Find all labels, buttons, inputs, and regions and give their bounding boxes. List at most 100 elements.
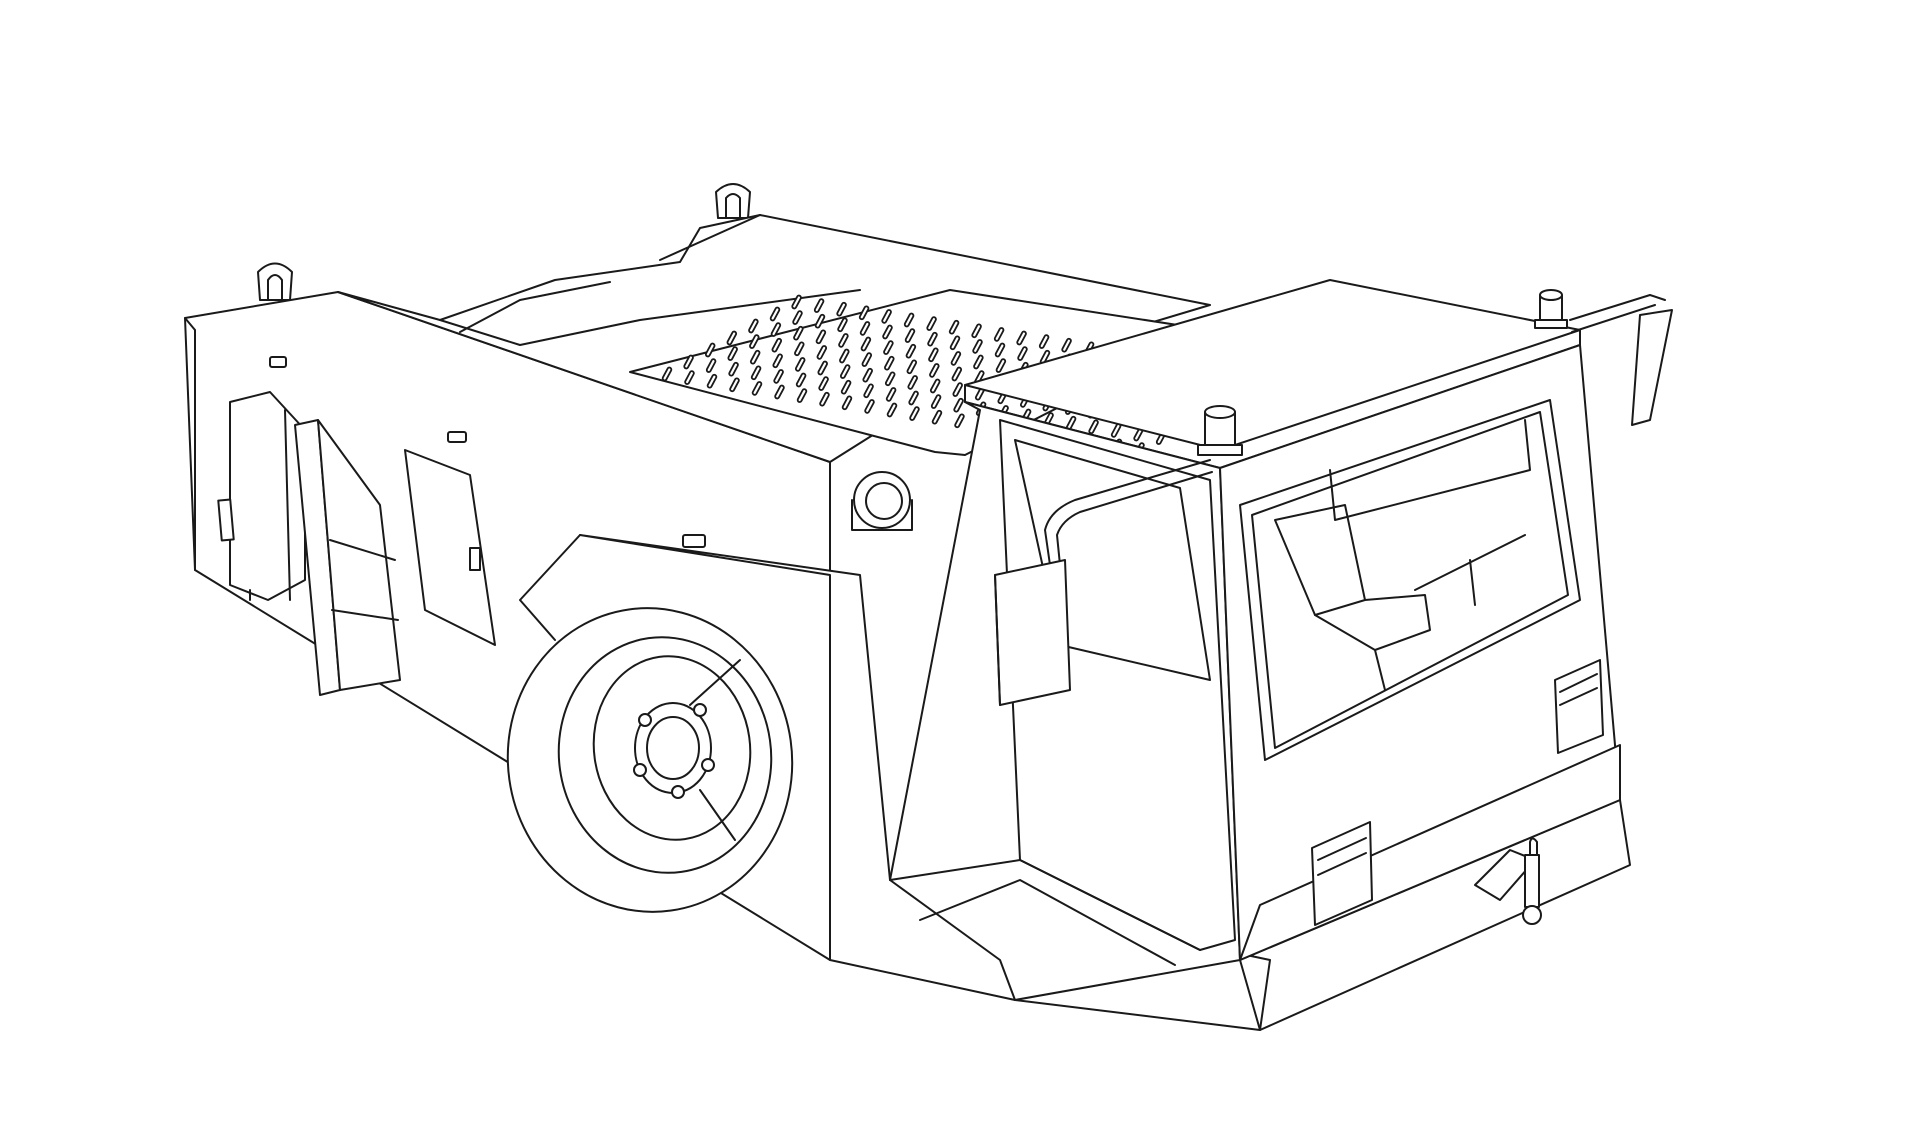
vent-slot bbox=[813, 298, 825, 313]
vent-slot bbox=[727, 346, 738, 361]
vent-slot bbox=[726, 330, 738, 346]
vent-slot bbox=[909, 406, 920, 421]
vent-slot bbox=[705, 358, 717, 373]
vent-slot bbox=[837, 317, 848, 333]
vent-slot bbox=[729, 377, 740, 393]
vent-slot bbox=[930, 394, 942, 409]
vent-slot bbox=[952, 382, 963, 397]
vent-slot bbox=[839, 348, 850, 364]
vent-slot bbox=[683, 354, 694, 370]
vent-slot bbox=[862, 367, 873, 383]
vent-slot bbox=[904, 328, 916, 343]
vent-slot bbox=[1088, 419, 1099, 435]
vent-slot bbox=[706, 373, 718, 389]
vent-slot bbox=[929, 363, 940, 378]
vent-slot bbox=[931, 409, 943, 425]
vent-slot bbox=[817, 360, 828, 376]
side-mirror-left bbox=[994, 459, 1213, 706]
lifting-eye-rear bbox=[257, 262, 293, 301]
vent-slot bbox=[905, 343, 917, 359]
vent-slot bbox=[769, 306, 781, 322]
vent-slot bbox=[794, 341, 805, 357]
vent-slot bbox=[860, 336, 872, 352]
vent-slot bbox=[772, 353, 783, 369]
vent-slot bbox=[863, 383, 874, 399]
vent-slot bbox=[819, 391, 830, 407]
vent-slot bbox=[792, 310, 803, 325]
vent-slot bbox=[771, 337, 783, 353]
vent-slot bbox=[836, 301, 847, 317]
vent-slot bbox=[908, 390, 919, 406]
vent-slot bbox=[861, 352, 873, 367]
tow-hitch bbox=[1474, 837, 1542, 925]
vent-slot bbox=[818, 376, 829, 391]
vent-slot bbox=[948, 319, 960, 335]
vent-slot bbox=[749, 349, 761, 365]
vent-slot bbox=[971, 323, 982, 339]
vent-slot bbox=[886, 402, 898, 418]
vent-slot bbox=[954, 413, 965, 429]
vent-slot bbox=[950, 351, 962, 366]
vent-slot bbox=[841, 395, 853, 411]
vent-slot bbox=[661, 366, 673, 382]
vent-slot bbox=[885, 387, 897, 402]
vent-slot bbox=[994, 342, 1006, 358]
vent-slot bbox=[704, 342, 716, 358]
vent-slot bbox=[793, 325, 804, 341]
vent-slot bbox=[750, 365, 762, 381]
lifting-eye-front bbox=[715, 183, 751, 219]
beacon-right bbox=[1534, 289, 1568, 329]
side-mirror-right bbox=[1569, 294, 1673, 426]
vent-slot bbox=[770, 322, 782, 337]
vent-slot bbox=[1016, 330, 1027, 346]
vent-slot bbox=[839, 364, 851, 379]
front-lamp-right bbox=[1554, 659, 1604, 754]
vent-slot bbox=[906, 359, 918, 375]
vent-slot bbox=[859, 321, 871, 336]
rear-door-panel bbox=[294, 419, 401, 696]
vent-slot bbox=[903, 312, 915, 328]
front-lamp-left bbox=[1311, 821, 1373, 926]
steering-wheel bbox=[1414, 534, 1526, 606]
vent-slot bbox=[1038, 334, 1050, 349]
vent-slot bbox=[929, 378, 941, 394]
vent-slot bbox=[774, 384, 785, 400]
vent-slot bbox=[684, 370, 695, 385]
vent-slot bbox=[883, 340, 894, 355]
vent-slot bbox=[751, 381, 763, 396]
vent-slot bbox=[884, 371, 896, 387]
side-access-door bbox=[404, 449, 496, 646]
vent-slot bbox=[864, 399, 875, 414]
vent-slot bbox=[840, 379, 852, 395]
vent-slot bbox=[1017, 346, 1028, 361]
cab-side-door bbox=[889, 401, 1262, 1001]
body-side-slots bbox=[269, 356, 706, 548]
vent-slot bbox=[907, 375, 918, 390]
beacon-left bbox=[1197, 405, 1243, 456]
vent-slot bbox=[748, 318, 759, 334]
vent-slot bbox=[928, 347, 939, 363]
vent-slot bbox=[882, 324, 893, 340]
vent-slot bbox=[794, 357, 806, 372]
vent-slot bbox=[949, 335, 961, 351]
vent-slot bbox=[795, 372, 807, 388]
vent-slot bbox=[995, 358, 1007, 373]
vent-slot bbox=[927, 331, 938, 347]
vent-slot bbox=[881, 309, 892, 324]
vent-slot bbox=[953, 397, 964, 413]
vent-slot bbox=[838, 333, 849, 348]
vent-slot bbox=[749, 334, 760, 349]
vent-slot bbox=[884, 355, 895, 371]
round-lamp bbox=[851, 471, 913, 531]
vent-slot bbox=[773, 369, 784, 384]
vent-slot bbox=[926, 316, 937, 331]
front-wheel bbox=[506, 607, 794, 913]
vent-slot bbox=[814, 313, 826, 329]
vent-slot bbox=[1061, 337, 1072, 353]
vent-slot bbox=[951, 366, 963, 382]
vent-slot bbox=[816, 345, 828, 360]
vent-slot bbox=[796, 388, 808, 403]
vent-slot bbox=[972, 339, 983, 354]
